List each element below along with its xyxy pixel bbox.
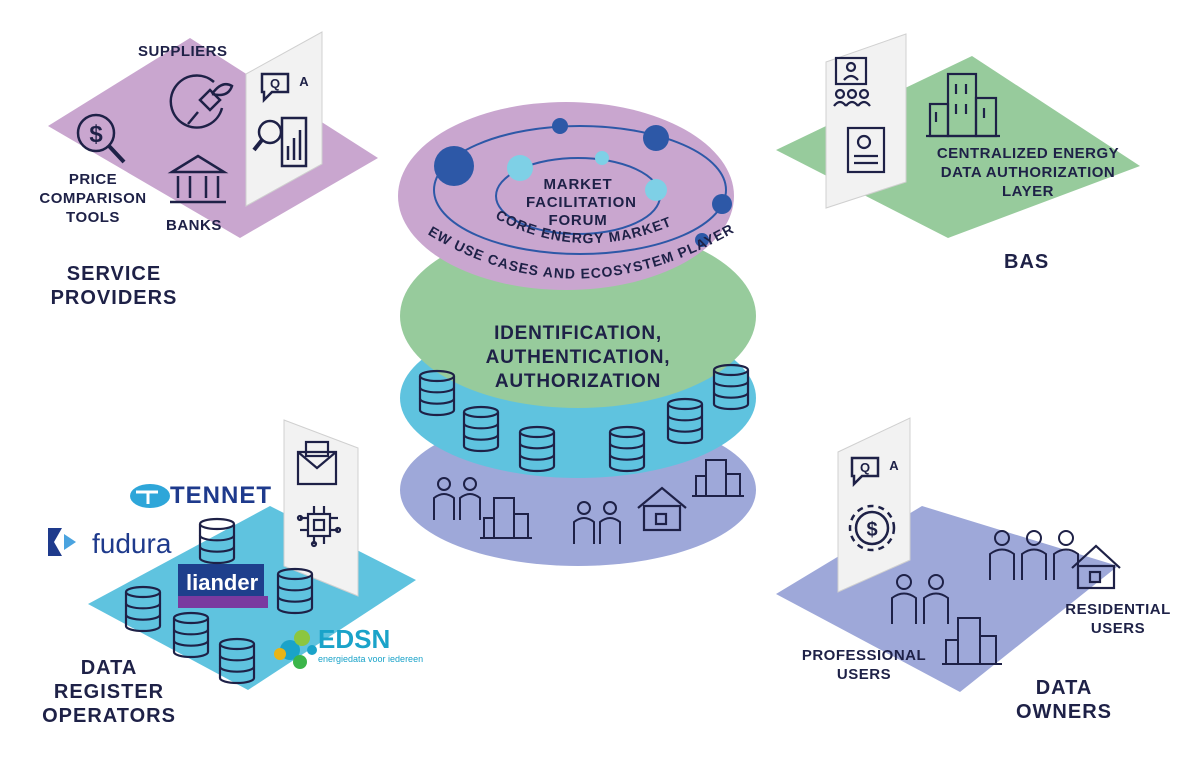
edsn-logo-mark [274,630,317,669]
professional-people-icon [891,574,949,624]
database-icons [418,363,750,473]
qa-chat-icon: Q A [260,72,309,104]
svg-text:A: A [299,74,309,89]
svg-text:Q: Q [860,460,870,475]
orbit-dot [434,146,474,186]
orbit-dot [595,151,609,165]
database-icon [198,517,236,565]
tennet-logo-text: TENNET [170,482,272,509]
database-icon [172,611,210,659]
price-comparison-label: PRICE COMPARISON TOOLS [39,171,147,226]
fudura-logo-text: fudura [92,528,172,559]
fudura-logo-mark [48,528,76,556]
database-icon [666,397,704,445]
edsn-tagline: energiedata voor iedereen [318,654,424,664]
database-icon [712,363,750,411]
bas-heading: BAS [1004,251,1050,273]
professional-users-label: PROFESSIONAL USERS [801,647,927,683]
edsn-logo-text: EDSN [318,624,391,654]
orbit-dot [712,194,732,214]
people-icon [433,477,481,520]
price-comparison-icon: $ [76,113,126,164]
orbit-dot [645,179,667,201]
database-icon [608,425,646,473]
dollar-gear-icon: $ [848,504,896,552]
svg-text:Q: Q [270,76,280,91]
database-icon [218,637,256,685]
data-owners-heading: DATA OWNERS [1016,677,1112,723]
orbit-dot [695,233,709,247]
supplier-plug-icon [169,74,234,129]
house-icon [637,486,687,532]
analytics-magnifier-icon [252,116,308,168]
residential-people-icon [989,530,1079,580]
liander-logo-text: liander [186,570,259,595]
building-icon [480,497,532,539]
svg-text:$: $ [89,121,103,148]
suppliers-label: SUPPLIERS [138,43,228,60]
data-register-card [283,419,359,597]
database-icon [518,425,556,473]
building-icon [926,72,1000,138]
certificate-icon [846,126,886,174]
data-register-heading: DATA REGISTER OPERATORS [42,657,176,727]
market-forum-title: MARKET FACILITATION FORUM [526,176,637,229]
bank-icon [167,154,229,204]
presentation-icon [833,56,871,107]
qa-chat-icon: Q A [850,456,899,488]
envelope-icon [296,440,338,486]
building-icon [692,459,744,497]
database-icon [462,405,500,453]
residential-users-label: RESIDENTIAL USERS [1065,601,1171,637]
orbit-dot [643,125,669,151]
orbit-dot [507,155,533,181]
orbit-outer [433,125,727,255]
tennet-logo-mark [130,484,170,508]
building-icon [942,617,1002,665]
chip-icon [296,506,342,548]
database-icon [418,369,456,417]
people-icon [573,501,621,544]
service-providers-heading: SERVICE PROVIDERS [50,263,178,309]
banks-label: BANKS [166,217,222,234]
database-icon [124,585,162,633]
identity-layer-label: IDENTIFICATION, AUTHENTICATION, AUTHORIZ… [485,323,671,392]
service-providers-platform [48,38,378,238]
svg-text:A: A [889,458,899,473]
svg-text:$: $ [866,519,877,541]
bas-layer-label: CENTRALIZED ENERGY DATA AUTHORIZATION LA… [936,145,1120,200]
liander-logo [178,564,268,608]
database-icons [124,517,314,685]
house-icon [1071,544,1121,590]
database-icon [276,567,314,615]
orbit-dot [552,118,568,134]
